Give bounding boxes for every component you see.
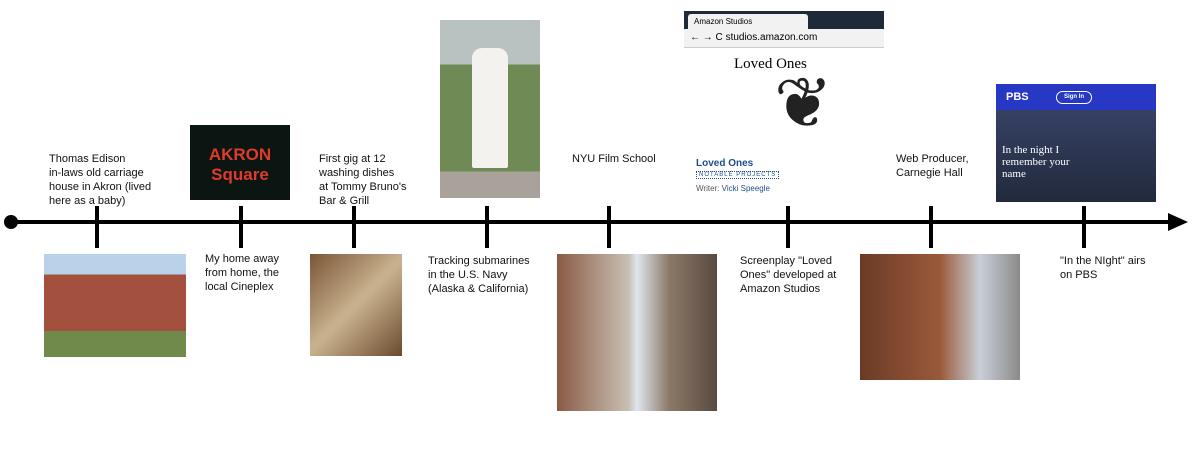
timeline-tick [485, 206, 489, 248]
timeline-tick [352, 206, 356, 248]
timeline-axis [10, 220, 1178, 224]
timeline-tick [95, 206, 99, 248]
akron-square-photo: AKRON Square [190, 125, 290, 200]
timeline-start-dot [4, 215, 18, 229]
event-caption: Screenplay "Loved Ones" developed at Ama… [740, 255, 837, 295]
event-caption: Tracking submarines in the U.S. Navy (Al… [428, 255, 530, 295]
amazon-studios-screenshot: Amazon Studios ← → C studios.amazon.com … [684, 11, 884, 197]
pbs-logo: PBS [1006, 91, 1029, 103]
event-caption: My home away from home, the local Cinepl… [205, 253, 279, 293]
nav-icons: ← → C [690, 32, 726, 43]
event-caption: Thomas Edison in-laws old carriage house… [49, 153, 152, 207]
pbs-screenshot: PBS Sign In In the night I remember your … [996, 84, 1156, 202]
browser-tab: Amazon Studios [688, 14, 808, 29]
writer-link: Vicki Speegle [721, 184, 770, 193]
timeline-tick [607, 206, 611, 248]
address-bar: studios.amazon.com [725, 32, 818, 43]
section-label: NOTABLE PROJECTS [696, 171, 780, 179]
timeline-tick [786, 206, 790, 248]
logo-text: Loved Ones [734, 56, 807, 72]
timeline-tick [1082, 206, 1086, 248]
event-caption: NYU Film School [572, 153, 656, 165]
timeline-tick [929, 206, 933, 248]
timeline-tick [239, 206, 243, 248]
event-caption: First gig at 12 washing dishes at Tommy … [319, 153, 407, 207]
event-caption: Web Producer, Carnegie Hall [896, 153, 969, 179]
tree-icon: ❦ [774, 64, 833, 142]
sign-text: AKRON Square [208, 145, 272, 184]
nyu-street-photo [557, 254, 717, 411]
project-title: Loved Ones [696, 158, 754, 169]
writer-label: Writer: [696, 184, 720, 193]
sign-in-button: Sign In [1056, 91, 1092, 104]
carnegie-hall-photo [860, 254, 1020, 380]
childhood-photo [310, 254, 402, 356]
poster-title: In the night I remember your name [1002, 144, 1070, 180]
event-caption: "In the NIght" airs on PBS [1060, 255, 1146, 281]
timeline-arrow-head [1168, 213, 1188, 231]
person-figure [472, 48, 508, 168]
navy-photo [440, 20, 540, 198]
carriage-house-photo [44, 254, 186, 357]
